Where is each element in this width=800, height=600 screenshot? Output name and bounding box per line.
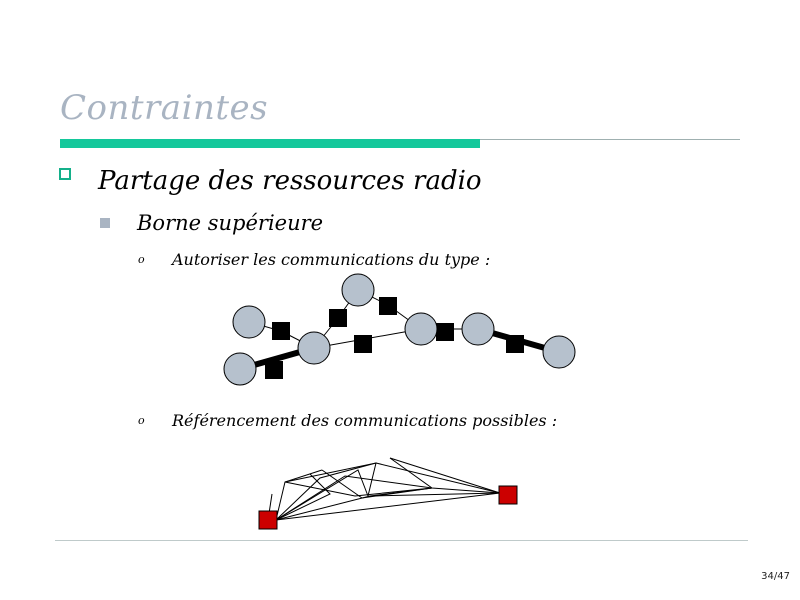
circle-bullet-icon: o bbox=[138, 414, 145, 427]
bullet-referencement-communications: Référencement des communications possibl… bbox=[172, 411, 558, 430]
filled-square-bullet-icon bbox=[100, 218, 110, 228]
bullet-borne-superieure: Borne supérieure bbox=[137, 211, 324, 235]
comm-line bbox=[284, 481, 433, 497]
node-circle bbox=[542, 335, 576, 369]
slide-title: Contraintes bbox=[60, 88, 269, 128]
relay-square bbox=[272, 322, 290, 340]
comm-line bbox=[275, 492, 501, 521]
node-circle bbox=[223, 352, 257, 386]
relay-square bbox=[379, 297, 397, 315]
circle-bullet-icon: o bbox=[138, 253, 145, 266]
comm-line bbox=[369, 492, 501, 497]
comm-line bbox=[275, 469, 369, 521]
network-topology-diagram bbox=[223, 273, 576, 386]
endpoint-square bbox=[258, 510, 278, 530]
page-number: 34/47 bbox=[761, 571, 790, 582]
square-bullet-icon bbox=[59, 168, 71, 180]
node-circle bbox=[404, 312, 438, 346]
endpoint-square bbox=[498, 485, 518, 505]
comm-line bbox=[275, 475, 433, 521]
footer-divider bbox=[55, 540, 748, 541]
relay-square bbox=[354, 335, 372, 353]
comm-line bbox=[375, 462, 501, 494]
comm-line bbox=[321, 469, 433, 499]
node-circle bbox=[297, 331, 331, 365]
comm-line bbox=[275, 473, 331, 521]
comm-line bbox=[389, 457, 501, 494]
node-circle bbox=[461, 312, 495, 346]
title-accent-bar bbox=[60, 139, 480, 148]
node-circle bbox=[341, 273, 375, 307]
communications-reference-diagram bbox=[258, 457, 518, 530]
relay-square bbox=[329, 309, 347, 327]
bullet-partage-ressources: Partage des ressources radio bbox=[98, 166, 482, 196]
relay-square bbox=[265, 361, 283, 379]
comm-line bbox=[389, 457, 501, 494]
node-circle bbox=[232, 305, 266, 339]
relay-square bbox=[506, 335, 524, 353]
bullet-autoriser-communications: Autoriser les communications du type : bbox=[172, 250, 491, 269]
relay-square bbox=[436, 323, 454, 341]
comm-line bbox=[275, 462, 377, 521]
